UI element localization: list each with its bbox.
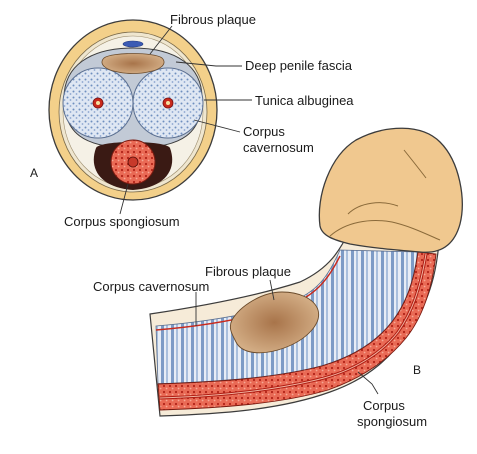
label-corpus-spongiosum-b-line2: spongiosum [357,414,428,429]
label-corpus-spongiosum-b-line1: Corpus [363,398,405,413]
cross-section-a [48,19,218,201]
label-corpus-cavernosum-b: Corpus cavernosum [93,279,210,294]
fibrous-plaque-a [101,53,165,74]
label-corpus-spongiosum-a: Corpus spongiosum [64,214,180,229]
corpus-spongiosum-b [157,251,437,411]
label-fibrous-plaque-a: Fibrous plaque [170,12,256,27]
label-deep-penile-fascia: Deep penile fascia [245,58,352,73]
panel-letter-b: B [413,363,422,377]
longitudinal-view-b [149,127,463,417]
meatus [403,149,427,179]
glans [318,127,463,253]
corona [347,202,399,215]
panel-letter-a: A [30,166,39,180]
label-fibrous-plaque-b: Fibrous plaque [205,264,291,279]
fibrous-plaque-b [229,291,320,354]
foreskin-fold [329,220,441,241]
leaders-b [195,279,379,395]
label-corpus-cavernosum-a-line2: cavernosum [243,140,314,155]
label-tunica-albuginea: Tunica albuginea [255,93,354,108]
label-corpus-cavernosum-a-line1: Corpus [243,124,285,139]
urethra [127,156,139,168]
dorsal-vein [122,40,144,48]
leaders-a [119,25,252,215]
